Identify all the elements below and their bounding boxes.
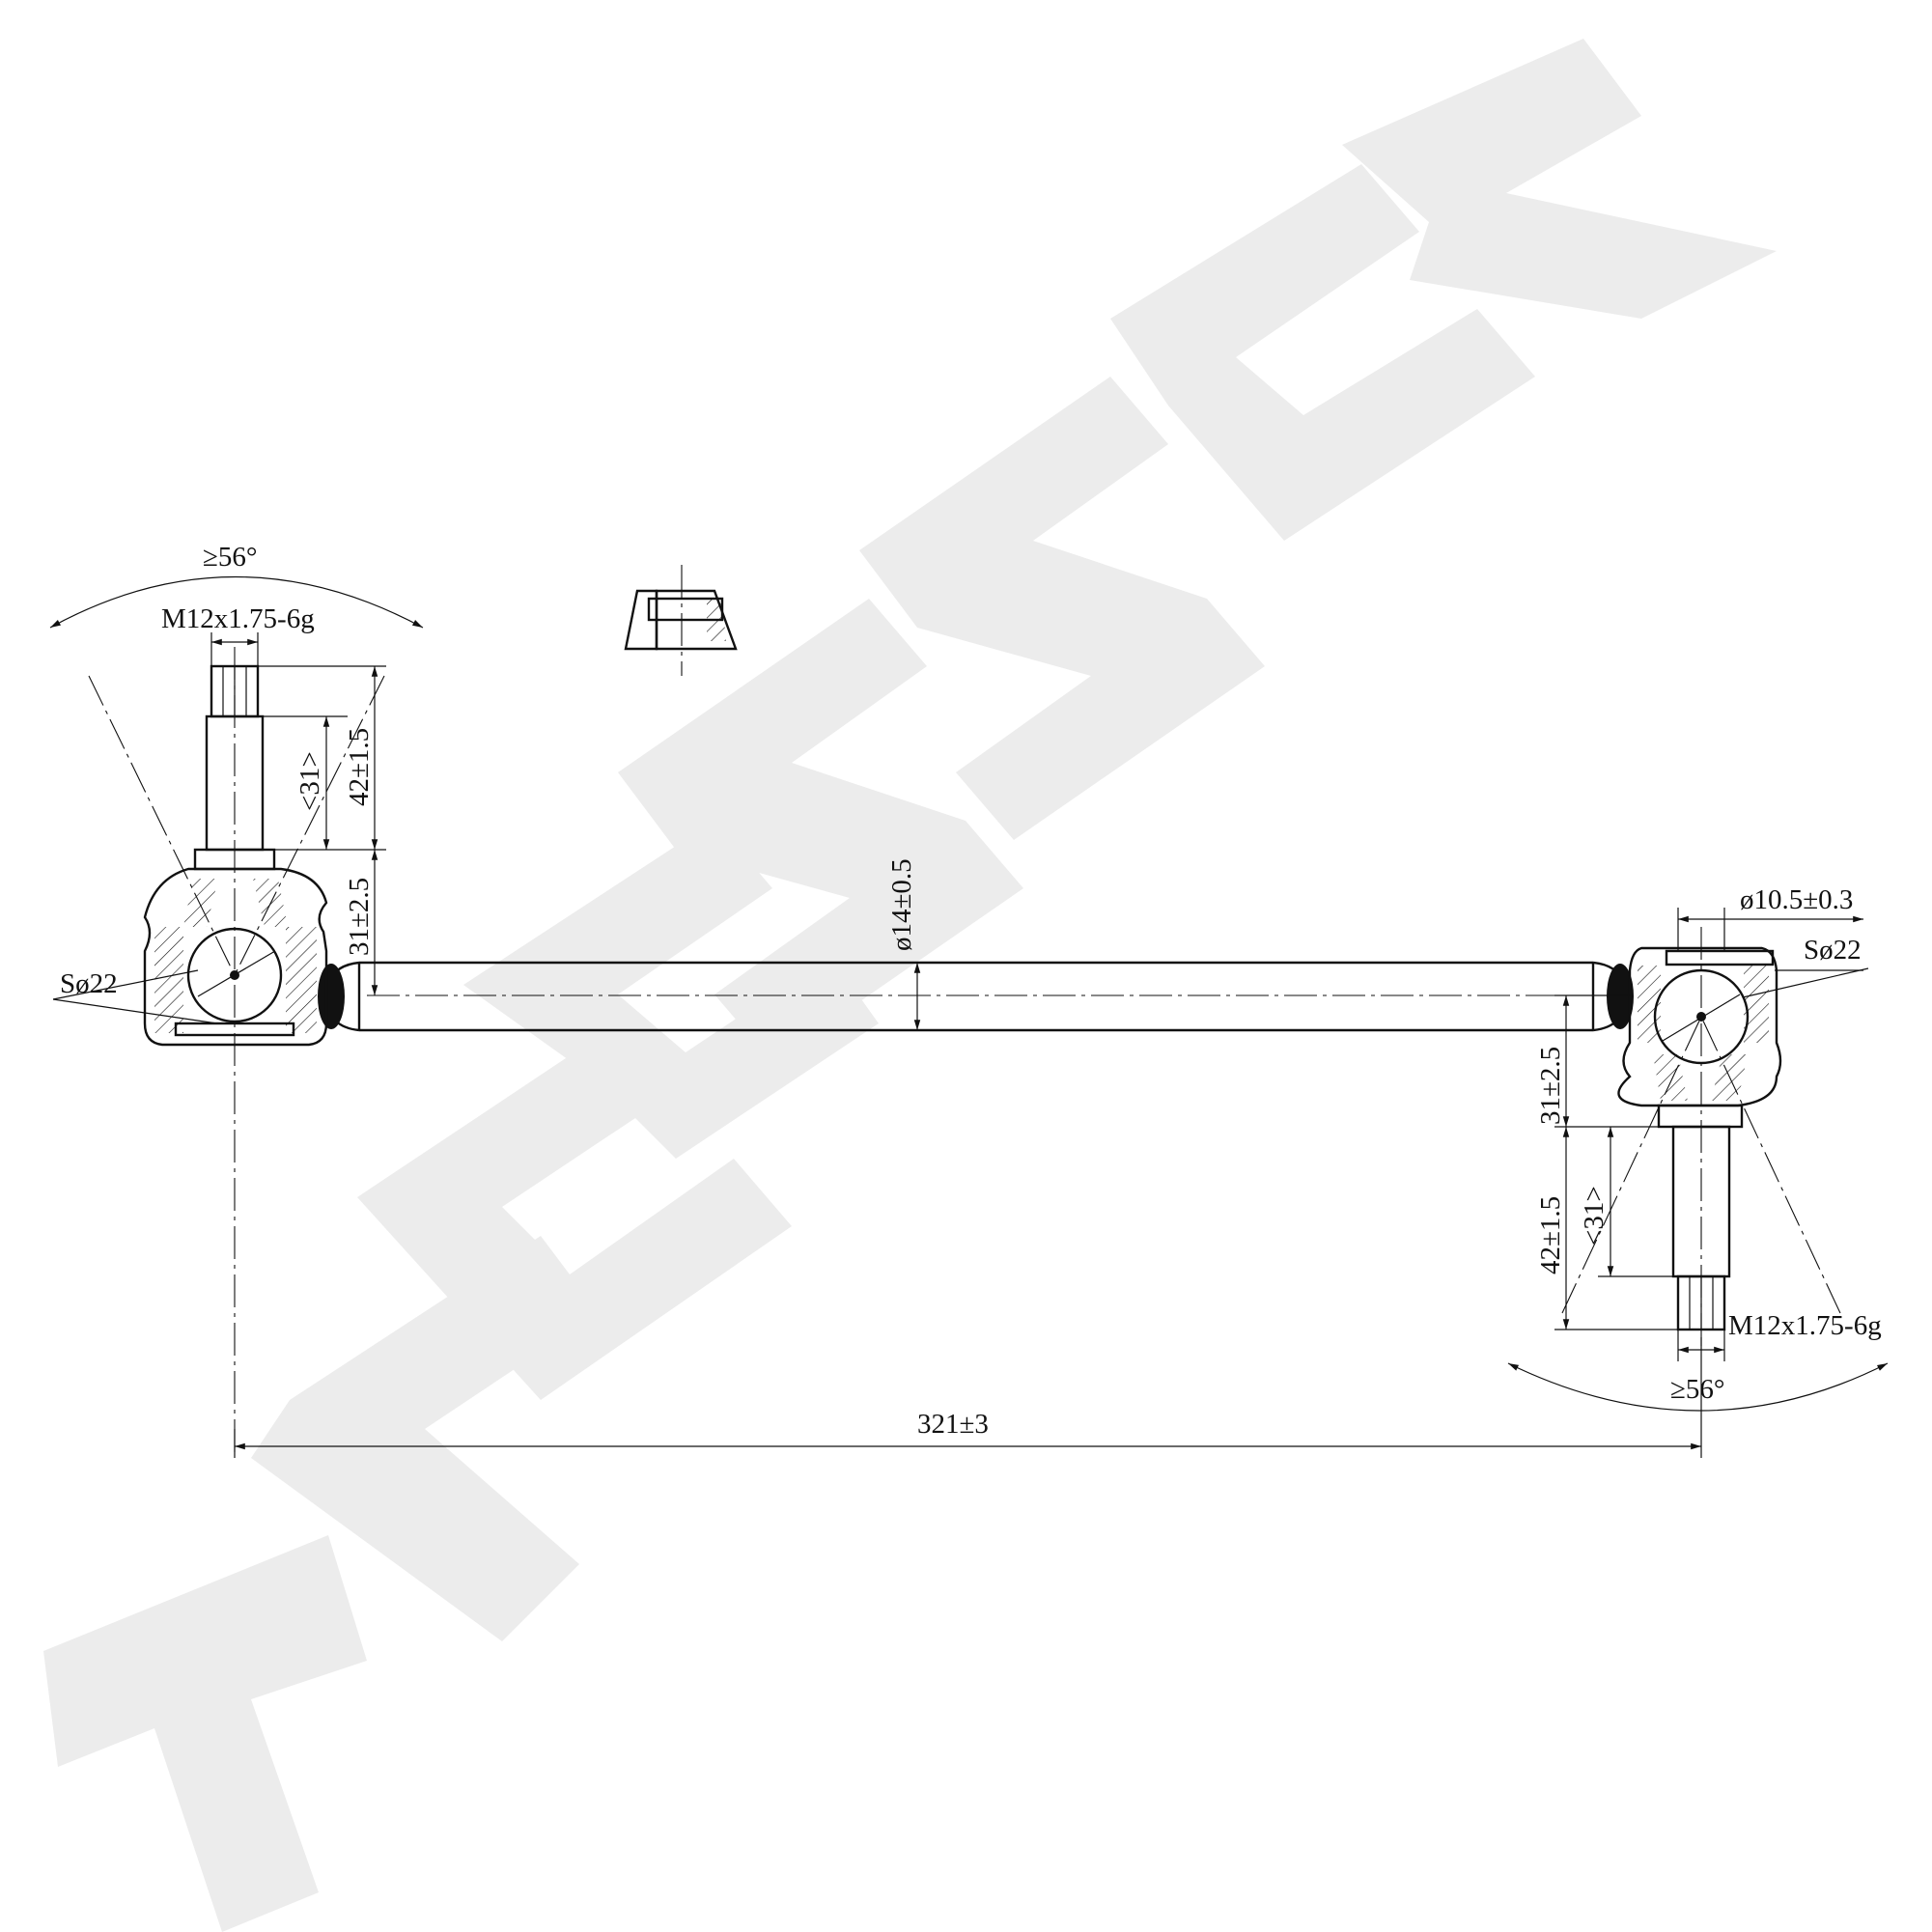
right-thread-label: M12x1.75-6g bbox=[1728, 1310, 1882, 1341]
right-stud-length-label: 42±1.5 bbox=[1535, 1196, 1566, 1274]
left-thread-label: M12x1.75-6g bbox=[161, 603, 315, 634]
right-angle-label: ≥56° bbox=[1670, 1374, 1725, 1405]
dimension-lines bbox=[52, 632, 1869, 1458]
nut-detail bbox=[624, 565, 738, 676]
right-neck-diameter-label: ø10.5±0.3 bbox=[1740, 884, 1853, 915]
right-angle-arc bbox=[1507, 1016, 1889, 1412]
left-ball-label: Sø22 bbox=[60, 968, 118, 999]
right-height-label: 31±2.5 bbox=[1535, 1047, 1566, 1125]
left-angle-arc bbox=[49, 576, 424, 976]
right-ball-label: Sø22 bbox=[1804, 935, 1862, 966]
bar-diameter-label: ø14±0.5 bbox=[886, 858, 917, 951]
overall-length-label: 321±3 bbox=[917, 1409, 989, 1440]
left-stud-length-label: 42±1.5 bbox=[344, 728, 375, 806]
left-height-label: 31±2.5 bbox=[344, 878, 375, 956]
right-ball-joint bbox=[1617, 927, 1782, 1347]
stabilizer-bar bbox=[318, 961, 1634, 1032]
left-thread-length-label: <31> bbox=[294, 751, 325, 811]
left-angle-label: ≥56° bbox=[203, 542, 258, 573]
left-ball-joint bbox=[143, 647, 328, 1458]
right-thread-length-label: <31> bbox=[1579, 1186, 1610, 1246]
watermark-logo bbox=[43, 39, 1777, 1932]
